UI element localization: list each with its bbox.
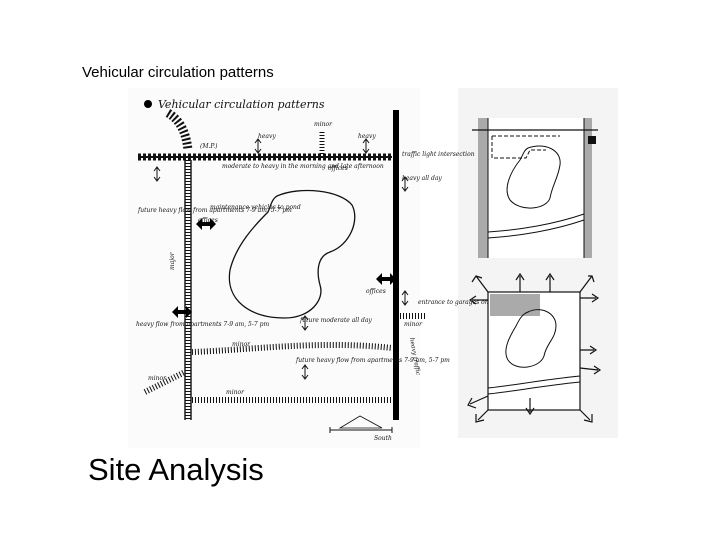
heading-bullet [144, 100, 152, 108]
label-heavy-top-right: heavy [358, 133, 376, 140]
label-maintenance: maintenance vehicles to pond [210, 204, 301, 211]
inset-plan-top [472, 118, 598, 258]
inset-shaded-area [490, 294, 540, 316]
label-minor-mid: minor [232, 341, 251, 348]
pond [228, 189, 356, 319]
label-offices-2: offices [198, 217, 218, 224]
main-site-plan: South [138, 109, 425, 442]
two-way-arrow-icon [376, 273, 396, 285]
diagram-caption: Vehicular circulation patterns [82, 64, 274, 81]
label-minor-left: minor [148, 375, 167, 382]
arrow-icon [467, 272, 602, 423]
label-entrance: entrance to garages only [418, 299, 495, 306]
sketch-sheet-left [128, 88, 420, 448]
slide-title: Site Analysis [88, 452, 264, 487]
label-major-top: (M.P.) [200, 143, 218, 150]
scale-label: South [374, 435, 392, 442]
label-minor-top: minor [314, 121, 333, 128]
annotations: (M.P.) heavy minor heavy moderate to hea… [136, 121, 495, 396]
inset-road-left [478, 118, 488, 258]
label-moderate-right: future moderate all day [299, 317, 372, 324]
label-traffic-light: traffic light intersection [402, 151, 475, 158]
label-minor-bottom: minor [226, 389, 245, 396]
two-way-arrow-icon [196, 218, 216, 230]
two-way-arrow-icon [172, 306, 192, 318]
label-heavy: heavy [258, 133, 276, 140]
inset-plan-bottom [467, 272, 602, 423]
label-future-heavy-1: future heavy flow from apartments 7-9 am… [137, 207, 292, 214]
label-heavy-all-day: heavy all day [402, 175, 442, 182]
label-moderate-top: moderate to heavy in the morning and lat… [222, 163, 384, 170]
arrow-icon [153, 138, 409, 380]
sketch-heading: Vehicular circulation patterns [158, 98, 325, 111]
scale-bar: South [329, 415, 393, 442]
label-offices-1: offices [328, 165, 348, 172]
label-offices-3: offices [366, 288, 386, 295]
label-minor-right: minor [404, 321, 423, 328]
label-major-left: major [169, 251, 176, 270]
curved-road [165, 109, 193, 151]
inset-road-right [584, 118, 592, 258]
middle-road [191, 341, 393, 355]
label-future-heavy-2: future heavy flow from apartments 7-9 am… [295, 357, 450, 364]
label-heavy-left: heavy flow from apartments 7-9 am, 5-7 p… [136, 321, 269, 328]
